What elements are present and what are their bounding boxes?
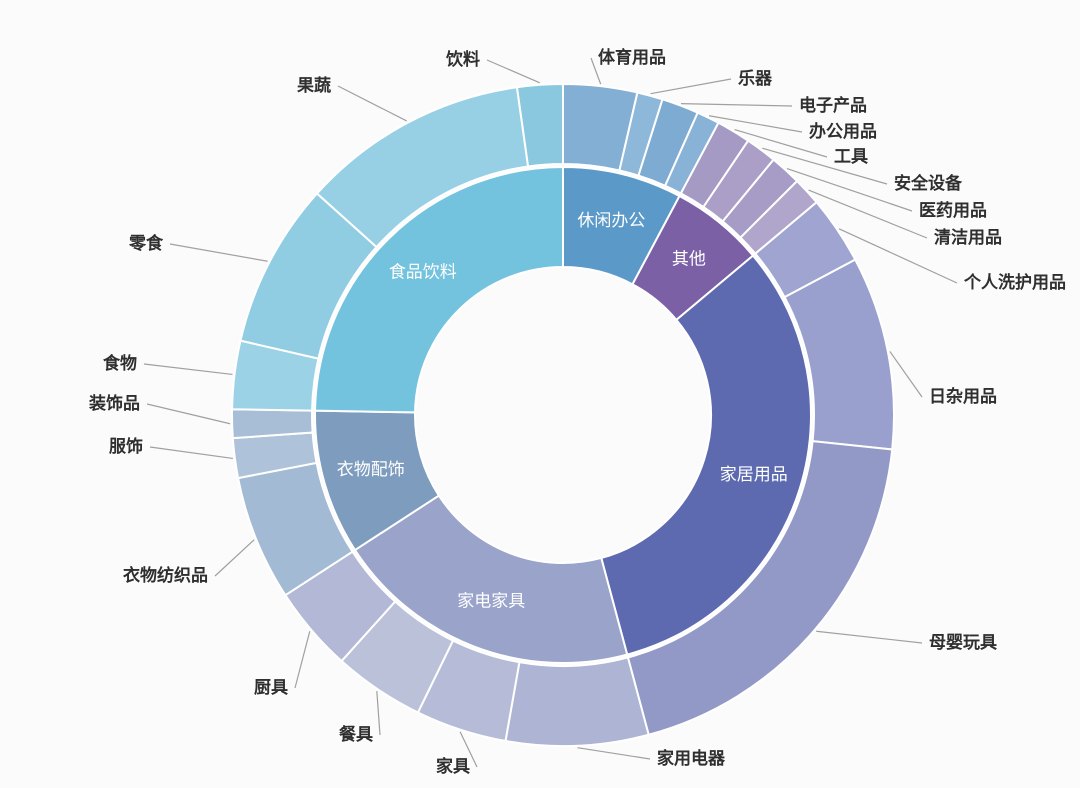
outer-label: 工具 [834,147,868,167]
outer-label: 医药用品 [919,200,987,221]
outer-label: 乐器 [738,69,773,89]
outer-label: 厨具 [254,678,288,698]
leader-line [680,103,793,107]
outer-label: 果蔬 [297,76,331,96]
inner-segment-label: 家居用品 [720,465,788,485]
outer-label: 体育用品 [598,47,666,68]
inner-segment-label: 家电家具 [457,592,525,612]
outer-label: 电子产品 [799,95,867,116]
outer-label: 家用电器 [657,748,726,769]
outer-label: 服饰 [109,436,143,457]
leader-line [838,228,958,284]
outer-label: 家具 [436,756,470,777]
outer-label: 办公用品 [809,121,877,142]
leader-line [376,691,381,736]
outer-label: 零食 [128,233,164,254]
leader-line [294,631,311,689]
leader-line [146,403,231,425]
outer-label: 餐具 [339,724,373,745]
outer-label: 衣物纺织品 [123,565,208,586]
leader-line [577,747,651,760]
leader-line [708,115,803,133]
inner-segment-label: 衣物配饰 [337,460,405,480]
leader-line [486,59,541,84]
leader-line [590,57,602,85]
inner-segment[interactable] [600,254,812,656]
outer-label: 饮料 [445,49,480,70]
leader-line [459,731,478,768]
leader-line [149,446,233,460]
inner-segment-label: 食品饮料 [389,262,457,282]
outer-segment[interactable] [504,656,650,748]
inner-segment-label: 其他 [672,250,706,270]
leader-line [734,129,828,158]
leader-line [808,189,928,239]
inner-segment[interactable] [353,494,629,664]
leader-line [169,243,268,262]
outer-label: 日杂用品 [929,386,997,407]
leader-line [214,539,255,577]
outer-label: 食物 [103,353,137,374]
outer-label: 安全设备 [894,173,963,194]
leader-line [650,78,732,95]
outer-label: 装饰品 [88,393,140,414]
outer-segment[interactable] [515,82,564,168]
outer-label: 母婴玩具 [929,633,997,653]
leader-line [143,363,233,376]
outer-label: 个人洗护用品 [963,272,1066,293]
leader-line [762,147,888,185]
leader-line [786,167,913,212]
outer-label: 清洁用品 [934,227,1002,248]
inner-segment-label: 休闲办公 [577,211,645,231]
leader-line [337,85,407,122]
leader-line [889,351,923,398]
leader-line [816,630,923,644]
outer-segment[interactable] [231,408,314,440]
inner-segment[interactable] [314,165,564,414]
